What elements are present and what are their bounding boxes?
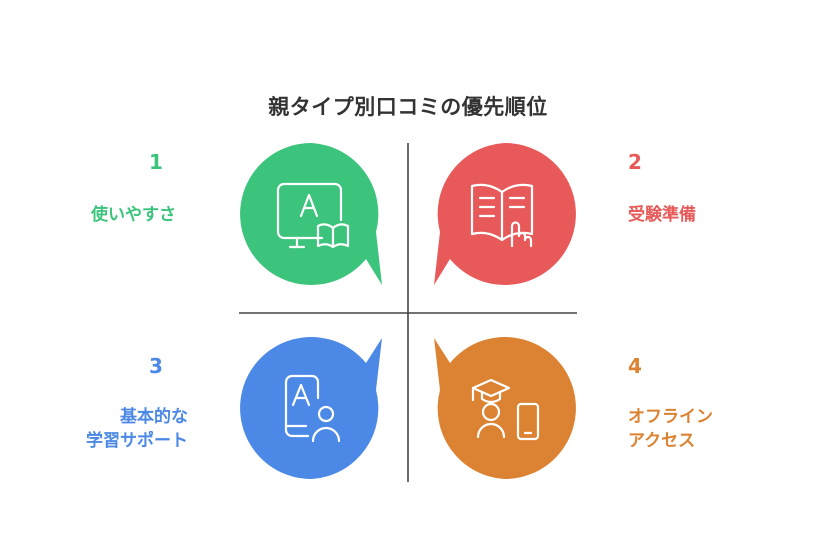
quadrant-4-label-line-1: オフライン xyxy=(628,407,713,427)
quadrant-1-number: 1 xyxy=(149,150,163,174)
bubble-4-shape xyxy=(434,337,576,480)
quadrant-4-number: 4 xyxy=(628,354,642,378)
bubble-2 xyxy=(434,142,576,285)
bubble-3 xyxy=(240,337,382,480)
bubble-1 xyxy=(240,142,382,285)
quadrant-3-number: 3 xyxy=(149,354,163,378)
book-touch-icon xyxy=(470,183,534,248)
bubble-1-shape xyxy=(240,142,382,285)
quadrant-3-label-line-1: 基本的な xyxy=(120,407,188,427)
computer-book-icon xyxy=(276,182,350,249)
quadrant-1-label: 使いやすさ xyxy=(91,205,176,225)
quadrant-4-label-line-2: アクセス xyxy=(628,431,696,451)
diagram-title: 親タイプ別口コミの優先順位 xyxy=(268,95,548,119)
quadrant-2-number: 2 xyxy=(628,150,642,174)
bubble-4 xyxy=(434,337,576,480)
quadrant-2-label: 受験準備 xyxy=(628,205,696,225)
bubble-2-shape xyxy=(434,142,576,285)
book-user-icon xyxy=(284,374,341,443)
graduate-phone-icon xyxy=(471,378,540,441)
bubble-3-shape xyxy=(240,337,382,480)
quadrant-3-label-line-2: 学習サポート xyxy=(86,431,188,451)
